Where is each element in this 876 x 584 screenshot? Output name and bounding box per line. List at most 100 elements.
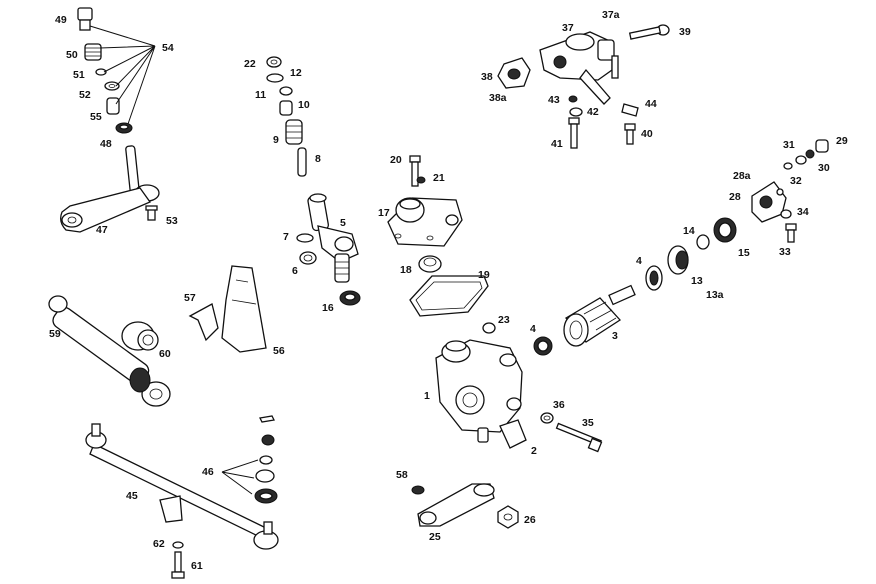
label-11: 11 [255,89,266,101]
bolt-53 [145,205,158,221]
label-18: 18 [400,264,412,276]
label-14: 14 [683,225,695,237]
label-5: 5 [340,217,346,229]
label-31: 31 [783,139,795,151]
cap-29 [815,139,829,153]
label-62: 62 [153,538,165,550]
label-22: 22 [244,58,256,70]
spring-part-9 [285,119,303,145]
bushing-18 [418,255,442,273]
label-32: 32 [790,175,802,187]
label-53: 53 [166,215,178,227]
label-44: 44 [645,98,657,110]
label-29: 29 [836,135,848,147]
cover-17 [387,197,463,247]
label-57: 57 [184,292,196,304]
steering-lock-assembly-37 [539,31,619,105]
label-42: 42 [587,106,599,118]
sector-2 [499,419,527,449]
label-17: 17 [378,207,390,219]
label-13a: 13a [706,289,724,301]
label-9: 9 [273,134,279,146]
worm-shaft-3 [563,284,636,347]
washer-32 [795,155,807,165]
label-4a: 4 [530,323,536,335]
ball-joint-46 [221,415,278,504]
label-8: 8 [315,153,321,165]
label-38a: 38a [489,92,507,104]
clamp-57 [188,303,219,342]
label-40: 40 [641,128,653,140]
label-36: 36 [553,399,565,411]
label-50: 50 [66,49,78,61]
washer-34 [780,209,792,219]
label-35: 35 [582,417,594,429]
key-39 [628,24,670,40]
tie-rod-45 [85,423,279,550]
label-28a: 28a [733,170,751,182]
bearing-4-left [533,336,553,356]
adjuster-nut-15 [713,217,737,243]
label-16: 16 [322,302,334,314]
label-51: 51 [73,69,85,81]
label-37a: 37a [602,9,620,21]
washer-14 [696,234,710,250]
label-6: 6 [292,265,298,277]
shock-absorber-59 [48,295,171,407]
nut-58 [411,485,425,495]
label-3: 3 [612,330,618,342]
bolt-61 [171,551,185,579]
label-59: 59 [49,328,61,340]
label-30: 30 [818,162,830,174]
label-2: 2 [531,445,537,457]
label-7: 7 [283,231,289,243]
column-stack-22-8 [266,56,307,177]
bearing-13 [667,245,689,275]
label-41: 41 [551,138,563,150]
label-4b: 4 [636,255,642,267]
ring-30 [805,149,815,159]
bolt-35 [555,422,603,453]
bolt-33 [785,223,797,243]
label-15: 15 [738,247,750,259]
part-number-labels: 1 2 3 4 4 5 6 7 8 9 10 11 12 13 13a 14 1… [49,9,848,572]
label-46: 46 [202,466,214,478]
label-33: 33 [779,246,791,258]
label-47: 47 [96,224,108,236]
label-43: 43 [548,94,560,106]
label-19: 19 [478,269,490,281]
label-52: 52 [79,89,91,101]
label-25: 25 [429,531,441,543]
shield-56 [221,265,267,353]
valve-28 [751,181,787,223]
label-56: 56 [273,345,285,357]
pitman-arm-25 [417,483,495,527]
steering-gear-housing-1 [435,339,523,443]
label-23: 23 [498,314,510,326]
label-60: 60 [159,348,171,360]
washer-6 [299,251,317,265]
washer-62 [172,541,184,549]
label-13: 13 [691,275,703,287]
label-49: 49 [55,14,67,26]
label-61: 61 [191,560,203,572]
idler-arm-47 [60,145,160,233]
bolt-40 [624,123,636,145]
label-20: 20 [390,154,402,166]
circlip-7 [296,233,314,243]
label-21: 21 [433,172,445,184]
label-10: 10 [298,99,310,111]
label-26: 26 [524,514,536,526]
idler-arm-bushing-stack [77,7,156,134]
bearing-4-right [645,265,663,291]
bolt-41 [568,117,580,149]
label-54: 54 [162,42,174,54]
nut-26 [497,505,519,529]
spring-part-50 [84,43,102,61]
washer-42 [569,107,583,117]
label-58: 58 [396,469,408,481]
lock-cylinder-38 [497,57,531,89]
label-45: 45 [126,490,138,502]
clip-44 [621,103,639,117]
